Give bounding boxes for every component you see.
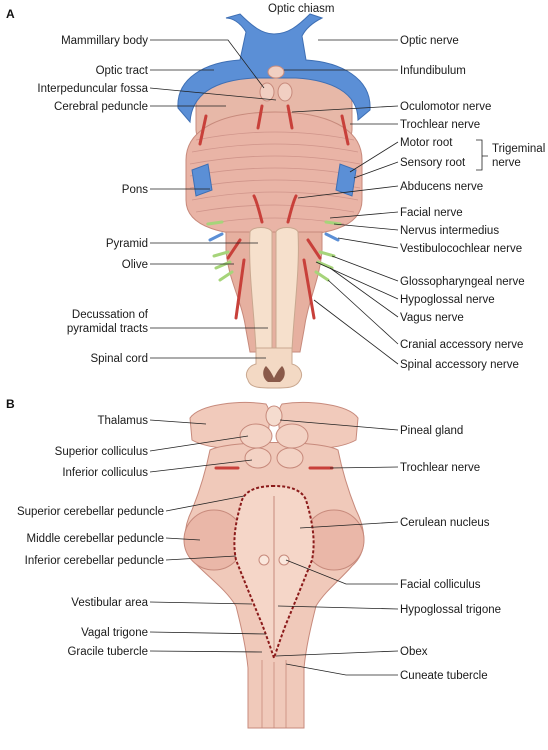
pyramid-shape-2 <box>275 227 299 359</box>
leader-glossopharyngeal-nerve <box>331 255 399 282</box>
label-glossopharyngeal-nerve: Glossopharyngeal nerve <box>400 276 525 288</box>
label-vestibular-area: Vestibular area <box>71 597 148 609</box>
label-trochlear-nerve-b: Trochlear nerve <box>400 462 480 474</box>
leader-vagus-nerve <box>329 267 399 318</box>
label-trigeminal-line2: nerve <box>492 157 521 169</box>
leader-hypoglossal-trigone <box>277 605 399 610</box>
leader-oculomotor-nerve <box>291 105 399 113</box>
label-interpeduncular-fossa: Interpeduncular fossa <box>37 83 148 95</box>
leader-thalamus <box>149 419 207 425</box>
leader-obex <box>275 650 399 657</box>
label-pineal-gland: Pineal gland <box>400 425 463 437</box>
label-trigeminal-line1: Trigeminal <box>492 143 545 155</box>
leader-gracile-tubercle <box>149 650 263 653</box>
leader-vestibular-area <box>149 601 253 605</box>
label-motor-root: Motor root <box>400 137 453 149</box>
label-facial-nerve: Facial nerve <box>400 207 463 219</box>
label-optic-chiasm: Optic chiasm <box>268 3 334 15</box>
label-sensory-root: Sensory root <box>400 157 466 169</box>
label-spinal-accessory-nerve: Spinal accessory nerve <box>400 359 519 371</box>
blue-nerve-stubs <box>208 232 340 242</box>
leader-middle-cerebellar-peduncle <box>165 537 201 541</box>
inferior-colliculus-shape <box>244 447 272 469</box>
leader-spinal-accessory-nerve <box>313 299 399 365</box>
trigeminal-nerve-left <box>191 163 213 197</box>
label-mammillary-body: Mammillary body <box>61 35 148 47</box>
panel-b-illustration <box>183 402 365 729</box>
leader-motor-root <box>349 141 399 173</box>
leader-vagal-trigone <box>149 631 267 635</box>
facial-colliculus-shape <box>258 554 270 566</box>
label-spinal-cord: Spinal cord <box>90 353 148 365</box>
green-nerves <box>206 220 342 282</box>
leader-lines <box>149 39 399 676</box>
dorsal-columns <box>261 660 287 728</box>
label-inferior-cerebellar-peduncle: Inferior cerebellar peduncle <box>25 555 164 567</box>
trigeminal-bracket <box>476 139 488 171</box>
label-superior-cerebellar-peduncle: Superior cerebellar peduncle <box>17 506 164 518</box>
leader-nervus-intermedius <box>333 223 399 231</box>
label-optic-nerve: Optic nerve <box>400 35 459 47</box>
leader-cranial-accessory-nerve <box>327 279 399 345</box>
label-nervus-intermedius: Nervus intermedius <box>400 225 499 237</box>
label-vestibulocochlear-nerve: Vestibulocochlear nerve <box>400 243 522 255</box>
label-superior-colliculus: Superior colliculus <box>55 446 149 458</box>
label-inferior-colliculus: Inferior colliculus <box>62 467 148 479</box>
label-vagus-nerve: Vagus nerve <box>400 312 464 324</box>
label-gracile-tubercle: Gracile tubercle <box>67 646 148 658</box>
leader-interpeduncular-fossa <box>149 87 277 101</box>
pineal-gland-shape <box>265 405 283 427</box>
label-olive: Olive <box>122 259 148 271</box>
label-pons: Pons <box>122 184 148 196</box>
leader-abducens-nerve <box>297 185 399 199</box>
leader-facial-colliculus <box>285 559 398 585</box>
leader-sensory-root <box>353 161 399 179</box>
label-optic-tract: Optic tract <box>96 65 149 77</box>
label-vagal-trigone: Vagal trigone <box>81 627 148 639</box>
label-middle-cerebellar-peduncle: Middle cerebellar peduncle <box>27 533 164 545</box>
label-thalamus: Thalamus <box>98 415 149 427</box>
leader-trochlear-nerve-b <box>329 466 399 469</box>
leader-vestibulocochlear-nerve <box>337 237 399 249</box>
panel-a-letter: A <box>6 7 15 21</box>
superior-colliculus-shape <box>239 423 273 449</box>
leader-superior-colliculus <box>149 435 249 452</box>
label-infundibulum: Infundibulum <box>400 65 466 77</box>
leader-inferior-cerebellar-peduncle <box>165 555 237 561</box>
panel-b-letter: B <box>6 397 15 411</box>
trigeminal-nerve-right <box>335 163 357 197</box>
leader-cerulean-nucleus <box>299 521 399 529</box>
label-cerulean-nucleus: Cerulean nucleus <box>400 517 490 529</box>
infundibulum-shape <box>267 65 285 79</box>
panel-a-illustration <box>177 13 371 389</box>
leader-hypoglossal-nerve-a <box>315 261 399 300</box>
leader-superior-cerebellar-peduncle <box>165 495 245 512</box>
label-trochlear-nerve-a: Trochlear nerve <box>400 119 480 131</box>
label-abducens-nerve: Abducens nerve <box>400 181 483 193</box>
label-hypoglossal-trigone: Hypoglossal trigone <box>400 604 501 616</box>
label-hypoglossal-nerve-a: Hypoglossal nerve <box>400 294 495 306</box>
label-oculomotor-nerve: Oculomotor nerve <box>400 101 491 113</box>
label-obex: Obex <box>400 646 428 658</box>
label-pyramid: Pyramid <box>106 238 148 250</box>
label-facial-colliculus: Facial colliculus <box>400 579 481 591</box>
leader-pineal-gland <box>279 419 399 431</box>
mammillary-body-shape-2 <box>277 82 293 102</box>
inferior-colliculus-shape-2 <box>276 447 304 469</box>
red-nerves <box>198 104 350 320</box>
superior-colliculus-shape-2 <box>275 423 309 449</box>
label-decussation-line2: pyramidal tracts <box>67 323 148 335</box>
label-cranial-accessory-nerve: Cranial accessory nerve <box>400 339 523 351</box>
leader-cuneate-tubercle <box>285 663 398 676</box>
label-cuneate-tubercle: Cuneate tubercle <box>400 670 488 682</box>
spinal-cord-gray-matter <box>263 366 285 382</box>
leader-facial-nerve <box>329 211 399 219</box>
label-cerebral-peduncle: Cerebral peduncle <box>54 101 148 113</box>
leader-mammillary-body <box>150 39 265 89</box>
facial-colliculus-shape-2 <box>278 554 290 566</box>
leader-inferior-colliculus <box>149 459 253 473</box>
label-decussation-line1: Decussation of <box>72 309 149 321</box>
